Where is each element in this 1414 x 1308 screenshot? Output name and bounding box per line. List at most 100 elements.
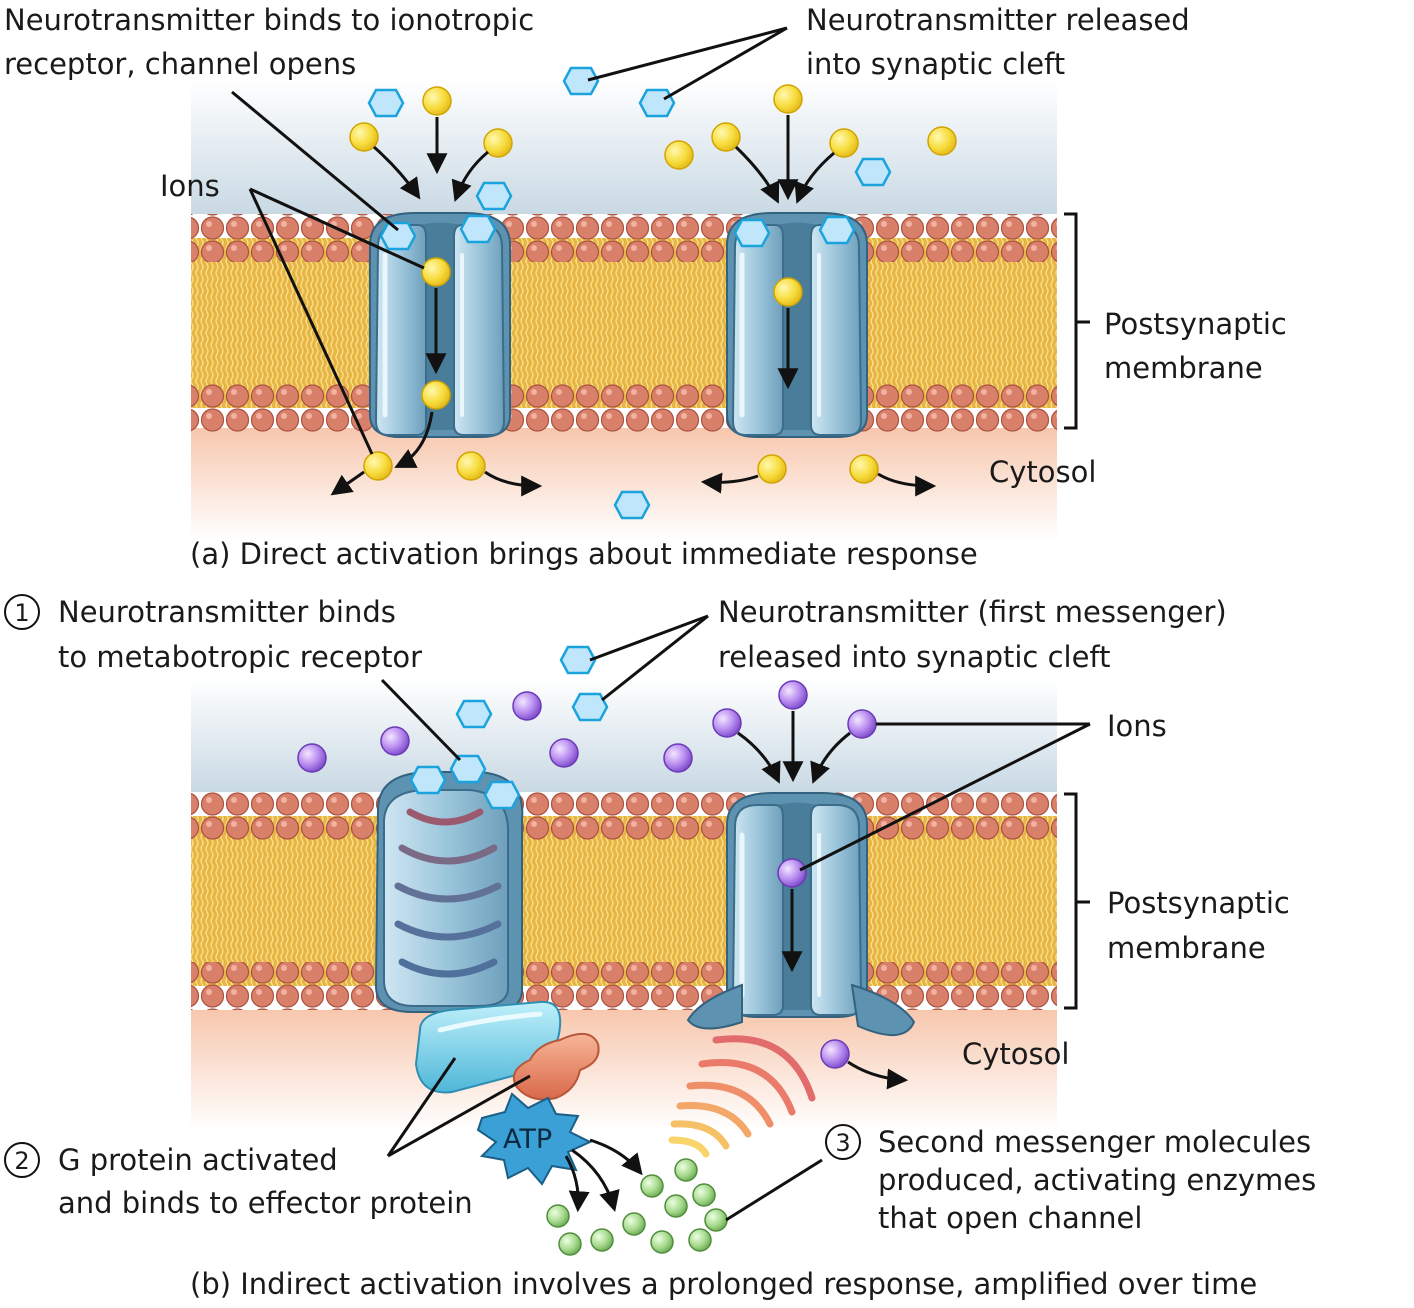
second-messenger (674, 1158, 698, 1182)
ion (927, 126, 957, 156)
label-released-line2: into synaptic cleft (806, 47, 1065, 81)
cytosol-region-a (191, 428, 1057, 540)
step-3-marker: 3 (825, 1124, 861, 1160)
ion (380, 726, 410, 756)
label-membrane-b-line1: Postsynaptic (1107, 886, 1290, 920)
lipid-heads-top-a (191, 214, 1057, 238)
ion (456, 451, 486, 481)
lipid-tails-a (191, 238, 1057, 408)
step-2-number: 2 (14, 1147, 29, 1175)
ion (847, 709, 877, 739)
label-cytosol-b: Cytosol (962, 1037, 1069, 1071)
neurotransmitter (455, 699, 493, 729)
neurotransmitter-bound (449, 754, 487, 784)
atp-label: ATP (503, 1124, 552, 1155)
ion (349, 122, 379, 152)
ion (422, 86, 452, 116)
membrane-bracket-b (1064, 792, 1090, 1010)
ion (549, 738, 579, 768)
label-step1-line1: Neurotransmitter binds (58, 595, 396, 629)
ion (297, 743, 327, 773)
panel-a: Neurotransmitter binds to ionotropic rec… (4, 3, 1287, 571)
ion (512, 691, 542, 721)
label-step1-line2: to metabotropic receptor (58, 640, 422, 674)
label-ions-a: Ions (160, 169, 220, 203)
neurotransmitter (367, 88, 405, 118)
neurotransmitter-bound (733, 218, 771, 248)
ion-in-channel (777, 858, 807, 888)
label-ions-b: Ions (1107, 709, 1167, 743)
caption-b: (b) Indirect activation involves a prolo… (190, 1267, 1257, 1301)
neurotransmitter-bound (409, 765, 447, 795)
membrane-bracket-a (1064, 212, 1090, 430)
second-messenger (692, 1183, 716, 1207)
ion-in-channel (773, 277, 803, 307)
atp-molecule: ATP (476, 1092, 593, 1186)
ion (773, 84, 803, 114)
label-step3-line3: that open channel (878, 1201, 1142, 1235)
label-released-line1: Neurotransmitter released (806, 3, 1190, 37)
lipid-heads-top2-a (191, 238, 1057, 262)
step-1-number: 1 (14, 599, 29, 627)
ion-flow-arrows-b (564, 711, 909, 1213)
neurotransmitter (475, 181, 513, 211)
ion (757, 454, 787, 484)
neurotransmitter (638, 88, 676, 118)
label-step3-line1: Second messenger molecules (878, 1125, 1311, 1159)
label-step2-line1: G protein activated (58, 1143, 338, 1177)
cytosol-region-b (191, 1010, 1057, 1130)
label-step2-line2: and binds to effector protein (58, 1186, 473, 1220)
neurotransmitter (613, 490, 651, 520)
caption-a: (a) Direct activation brings about immed… (190, 537, 978, 571)
neurotransmitter (854, 157, 892, 187)
label-cytosol-a: Cytosol (989, 455, 1096, 489)
neurotransmitter (559, 645, 597, 675)
second-messenger (688, 1228, 712, 1252)
channel-feet-b (686, 983, 916, 1037)
ion (664, 140, 694, 170)
ion-in-channel (421, 257, 451, 287)
second-messenger (664, 1194, 688, 1218)
second-messenger-waves (668, 1035, 816, 1158)
neurotransmitter (571, 692, 609, 722)
effector-protein (512, 1033, 600, 1101)
synaptic-cleft-b (191, 678, 1057, 792)
step-2-marker: 2 (4, 1142, 40, 1178)
neurotransmitter-bound (459, 214, 497, 244)
second-messenger (650, 1230, 674, 1254)
second-messenger (704, 1208, 728, 1232)
ion (820, 1039, 850, 1069)
neurotransmitter-bound (483, 780, 521, 810)
neurotransmitter-bound (818, 215, 856, 245)
label-membrane-a-line1: Postsynaptic (1104, 307, 1287, 341)
label-membrane-b-line2: membrane (1107, 931, 1266, 965)
ion (663, 743, 693, 773)
ligand-gated-channel-b (727, 793, 867, 1017)
lipid-heads-bottom-b (191, 962, 1057, 986)
metabotropic-receptor (374, 771, 524, 1013)
lipid-heads-top-b (191, 792, 1057, 816)
step-3-number: 3 (835, 1129, 850, 1157)
leader-lines-b (380, 614, 1091, 1222)
lipid-heads-top2-b (191, 816, 1057, 840)
second-messenger (546, 1204, 570, 1228)
label-membrane-a-line2: membrane (1104, 351, 1263, 385)
lipid-heads-bottom2-a (191, 408, 1057, 432)
step-1-marker: 1 (4, 594, 40, 630)
second-messenger (622, 1212, 646, 1236)
lipid-heads-bottom2-b (191, 986, 1057, 1010)
synaptic-cleft-a (191, 80, 1057, 214)
ion (711, 122, 741, 152)
ion (849, 454, 879, 484)
label-first-messenger-line1: Neurotransmitter (first messenger) (718, 595, 1227, 629)
second-messenger (590, 1228, 614, 1252)
leader-lines-a (231, 26, 788, 455)
ion-in-channel (421, 380, 451, 410)
panel-b: ATP (4, 594, 1316, 1301)
neurotransmitter-bound (379, 221, 417, 251)
second-messenger (558, 1232, 582, 1256)
ion (829, 128, 859, 158)
lipid-tails-b (191, 816, 1057, 986)
ion (363, 451, 393, 481)
